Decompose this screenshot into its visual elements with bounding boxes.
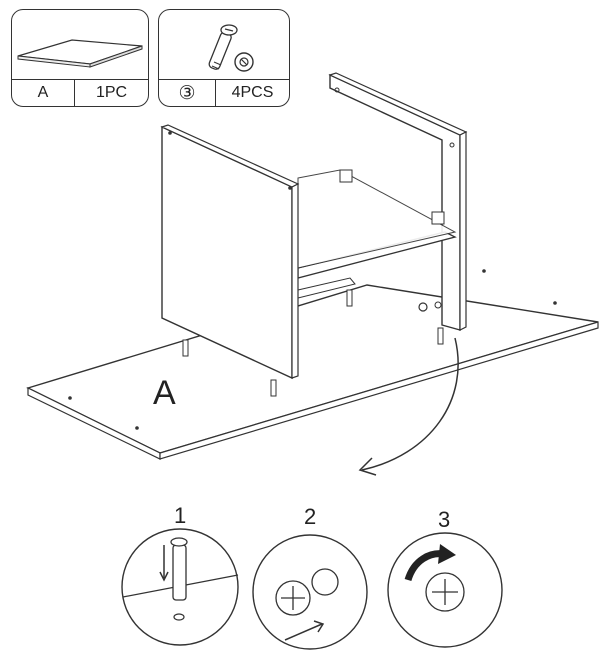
panel-a-callout: A	[153, 374, 176, 412]
step-2-circle	[252, 534, 368, 650]
step-3-number: 3	[438, 507, 451, 532]
part-cam-label: ③	[178, 82, 196, 104]
cam-lock-nut-icon	[234, 52, 254, 72]
panel-a-base	[26, 269, 599, 460]
middle-shelf	[297, 169, 457, 312]
arrow-head	[358, 457, 377, 476]
right-side-panel	[328, 72, 468, 331]
step-2-number: 2	[304, 504, 317, 529]
part-a-qty: 1PC	[74, 80, 148, 106]
panel-a-thumbnail	[12, 10, 148, 82]
step-1-circle	[121, 528, 239, 646]
part-a-box: A 1PC	[11, 9, 149, 107]
cam-bolts	[182, 289, 444, 397]
cam-bolt-icon	[208, 24, 238, 70]
curved-arrow	[361, 337, 459, 471]
part-cam-box: ③ 4PCS	[158, 9, 290, 107]
part-a-label: A	[37, 84, 49, 101]
cam-lock-thumbnail	[159, 10, 289, 82]
part-cam-qty: 4PCS	[215, 80, 289, 106]
step-1-number: 1	[174, 503, 187, 528]
step-3-circle	[387, 532, 503, 648]
left-side-panel	[160, 124, 300, 380]
